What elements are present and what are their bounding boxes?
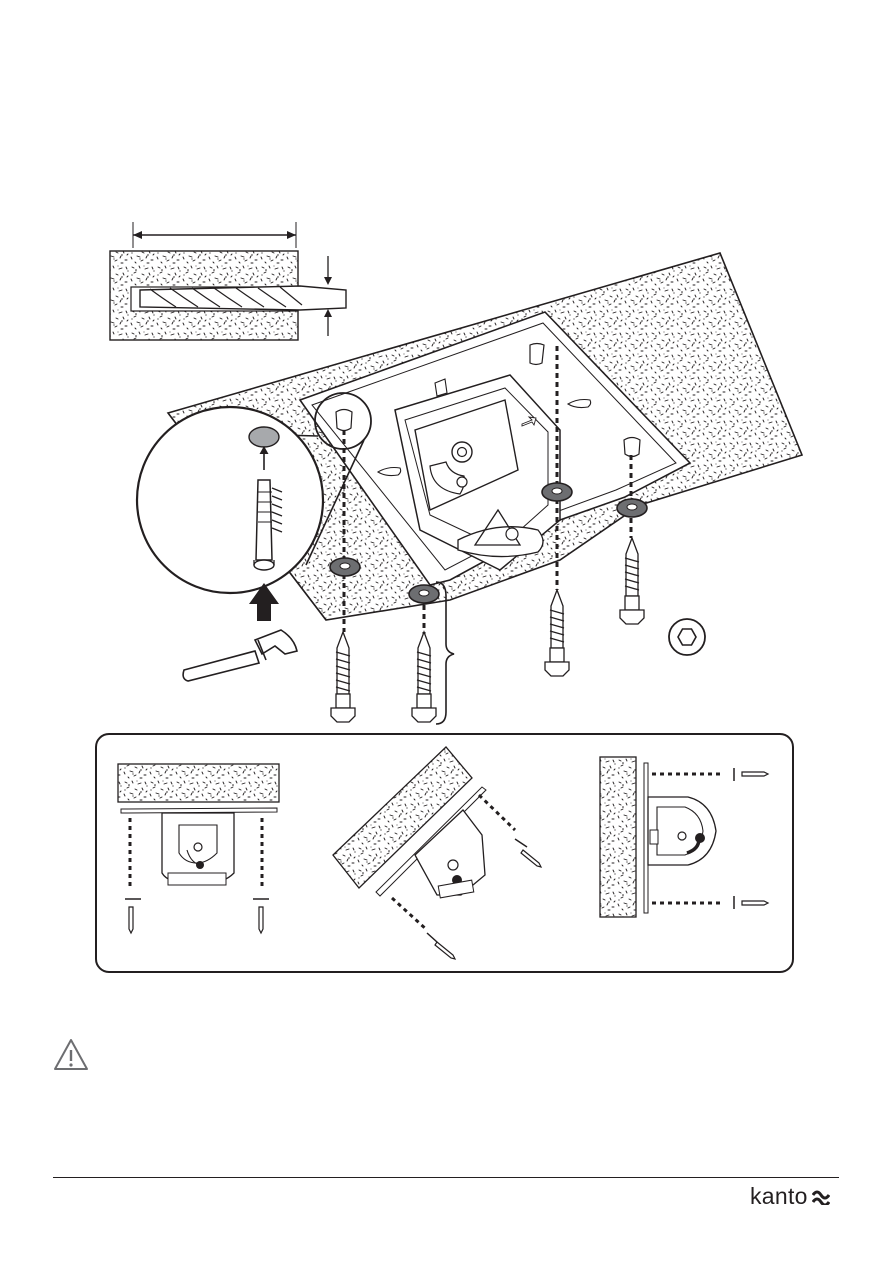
mount-options-panel xyxy=(95,733,794,973)
ceiling-mount-diagram-icon xyxy=(118,764,279,933)
hammer-icon xyxy=(183,630,297,681)
hex-socket-icon xyxy=(669,619,705,655)
footer-divider xyxy=(53,1177,839,1178)
drill-bit-icon xyxy=(140,286,346,310)
brand-logo: kanto xyxy=(750,1183,830,1210)
drill-depth-inset xyxy=(110,222,346,340)
wall-mount-diagram-icon xyxy=(600,757,768,917)
angled-mount-diagram-icon xyxy=(333,747,541,959)
warning-triangle-icon xyxy=(52,1037,90,1073)
brand-wordmark: kanto xyxy=(750,1183,808,1210)
pair-bracket xyxy=(436,582,454,724)
installation-illustration xyxy=(0,0,893,730)
kanto-wave-icon xyxy=(812,1189,830,1205)
